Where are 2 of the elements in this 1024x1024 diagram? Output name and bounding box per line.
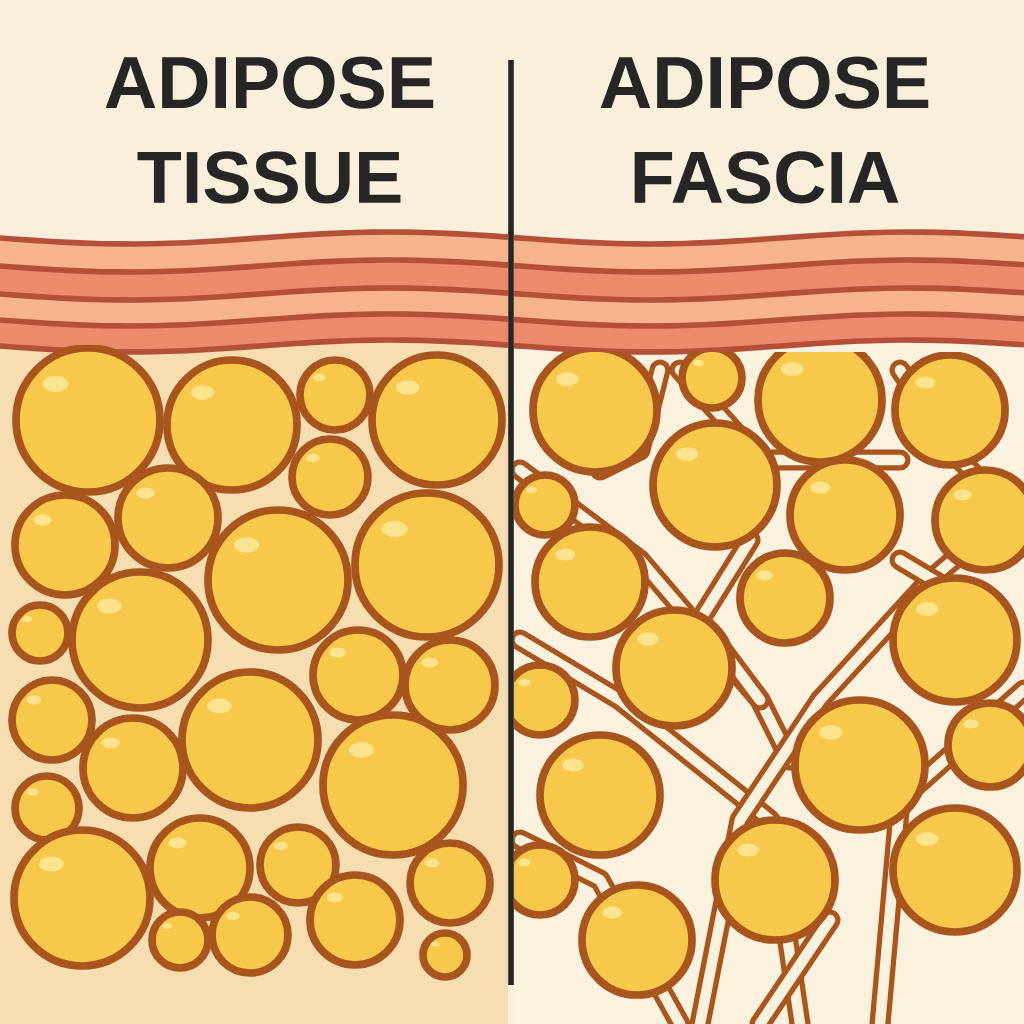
panel-title: ADIPOSE TISSUE (105, 56, 434, 204)
panel-title: ADIPOSE FASCIA (600, 56, 929, 204)
